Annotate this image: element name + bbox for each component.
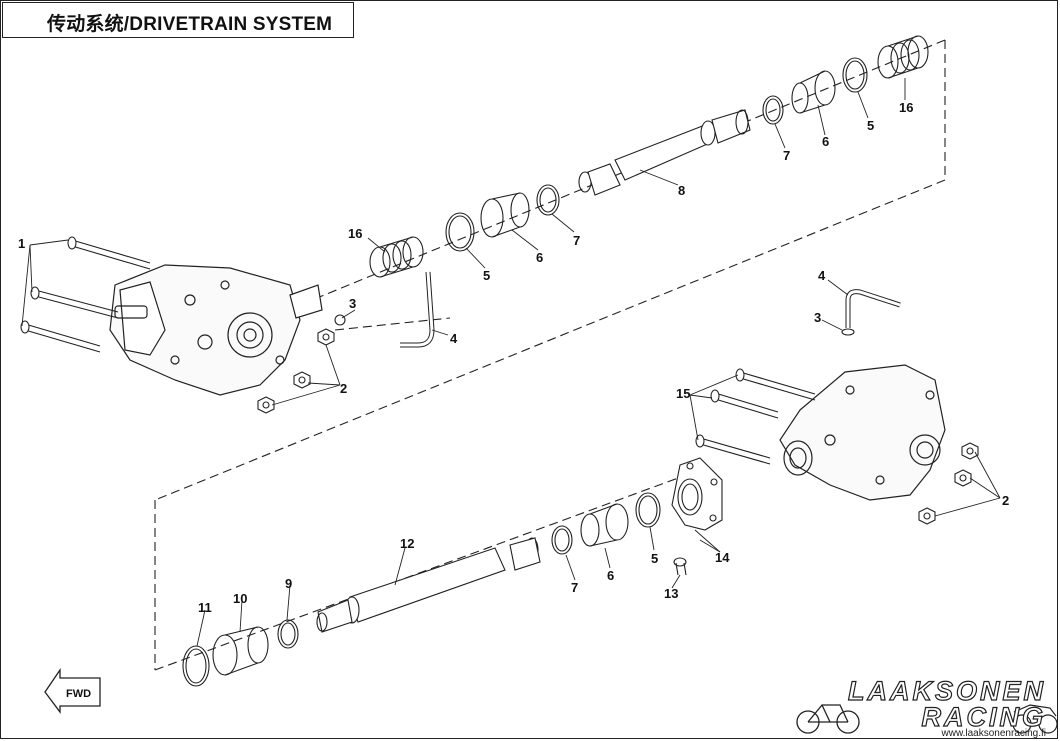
clamp-front — [334, 314, 346, 326]
assembly-guide-lines — [154, 39, 946, 671]
brand-line-1: LAAKSONEN — [847, 675, 1046, 706]
callout-8: 8 — [678, 183, 685, 198]
callout-7-upper-left: 7 — [573, 233, 580, 248]
atv-icon — [1012, 704, 1058, 734]
clamp-7-upper-left — [536, 184, 560, 216]
fwd-arrow-icon — [44, 667, 101, 714]
boot-6-upper-right — [791, 70, 836, 114]
prop-shaft-8 — [578, 109, 751, 196]
callout-9: 9 — [285, 576, 292, 591]
clamp-5-upper-left — [445, 212, 475, 252]
callout-4-front: 4 — [450, 331, 458, 346]
leader-lines — [21, 78, 1001, 647]
callout-16-upper-left: 16 — [348, 226, 362, 241]
callout-2-rear: 2 — [1002, 493, 1009, 508]
callout-11: 11 — [198, 600, 212, 615]
front-gear-case — [109, 264, 323, 396]
callout-1: 1 — [18, 236, 25, 251]
bolt-set-15 — [695, 368, 816, 465]
page-title: 传动系统/DRIVETRAIN SYSTEM — [47, 14, 333, 35]
prop-shaft-12 — [316, 537, 541, 633]
callout-5-upper-left: 5 — [483, 268, 490, 283]
snap-ring-11 — [182, 645, 210, 687]
callout-7-upper-right: 7 — [783, 148, 790, 163]
flange-14 — [671, 457, 723, 531]
callout-6-upper-right: 6 — [822, 134, 829, 149]
rear-differential — [779, 364, 946, 501]
boot-6-upper-left — [480, 192, 530, 238]
boot-16-upper-left — [369, 236, 424, 278]
callout-5-upper-right: 5 — [867, 118, 874, 133]
callout-12: 12 — [400, 536, 414, 551]
clamp-5-lower — [635, 492, 661, 528]
brand-url: www.laaksonenracing.fi — [941, 728, 1047, 739]
callout-10: 10 — [233, 591, 247, 606]
bolt-13 — [673, 557, 687, 576]
clamp-rear — [841, 328, 855, 336]
boot-16-upper-right — [877, 35, 929, 79]
brand-logo: LAAKSONEN RACING www.laaksonenracing.fi — [816, 675, 1047, 739]
title-box: 传动系统/DRIVETRAIN SYSTEM — [2, 2, 354, 38]
callout-7-lower: 7 — [571, 580, 578, 595]
callout-4-rear: 4 — [818, 268, 826, 283]
callout-3-front: 3 — [349, 296, 356, 311]
boot-6-lower — [580, 503, 629, 547]
bicycle-icon — [796, 704, 860, 734]
clamp-7-lower — [551, 525, 573, 555]
bolt-set-1 — [20, 236, 151, 353]
brand-line-2: RACING — [921, 701, 1046, 732]
callout-14: 14 — [715, 550, 730, 565]
nut-set-2-front — [257, 328, 335, 414]
nut-set-2-rear — [918, 442, 979, 525]
callout-13: 13 — [664, 586, 678, 601]
callout-3-rear: 3 — [814, 310, 821, 325]
callout-6-upper-left: 6 — [536, 250, 543, 265]
callout-16-upper-right: 16 — [899, 100, 913, 115]
seal-10 — [212, 626, 269, 676]
fwd-label: FWD — [66, 688, 91, 700]
clamp-5-upper-right — [842, 57, 868, 93]
callout-15: 15 — [676, 386, 690, 401]
callout-6-lower: 6 — [607, 568, 614, 583]
callout-5-lower: 5 — [651, 551, 658, 566]
callout-2-front: 2 — [340, 381, 347, 396]
clamp-7-upper-right — [762, 95, 784, 125]
clamp-9 — [277, 619, 299, 649]
breather-tube-front — [400, 271, 435, 348]
